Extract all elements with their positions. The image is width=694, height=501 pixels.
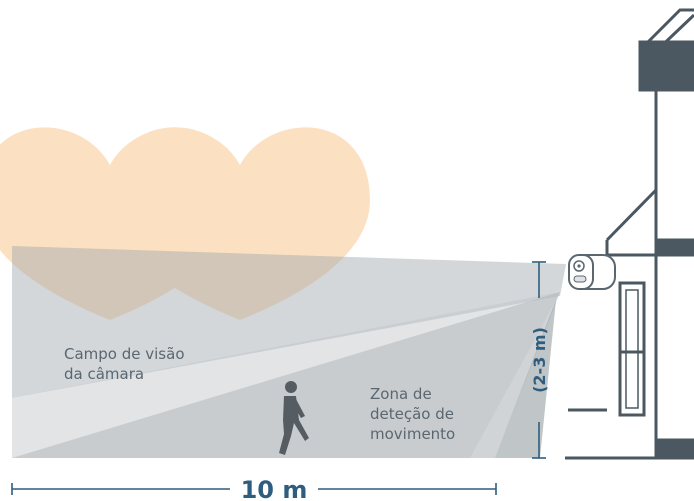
field-of-view-area — [12, 246, 566, 398]
mount-height-dimension — [532, 261, 546, 459]
house-outline — [565, 8, 694, 460]
detection-zone-inner-wedge — [495, 300, 556, 458]
field-of-view-label-line2: da câmara — [64, 365, 144, 383]
detection-zone-area — [12, 292, 560, 458]
house-awning — [605, 186, 658, 257]
distance-label: 10 m — [241, 476, 308, 501]
watermark-heart-right — [110, 127, 370, 320]
security-camera-icon — [568, 254, 616, 290]
house-ground-block — [654, 438, 694, 460]
detection-zone-label-line3: movimento — [370, 425, 455, 443]
detection-zone-label-line2: deteção de — [370, 405, 454, 423]
house-door-frame — [618, 281, 646, 417]
detection-zone-label: Zona de deteção de movimento — [370, 385, 459, 443]
field-of-view-label-line1: Campo de visão — [64, 345, 185, 363]
house-roof-line — [638, 8, 694, 52]
detection-zone-floor-light — [12, 292, 560, 458]
house-door-inner — [625, 289, 639, 409]
mount-height-label: (2-3 m) — [530, 327, 549, 393]
field-of-view-label: Campo de visão da câmara — [64, 345, 189, 383]
distance-dimension — [11, 483, 497, 495]
house-awning-trim — [654, 238, 694, 257]
walking-person-icon — [279, 381, 309, 455]
watermark-logo — [0, 127, 370, 320]
house-roof-block — [638, 40, 694, 92]
detection-zone-label-line1: Zona de — [370, 385, 432, 403]
